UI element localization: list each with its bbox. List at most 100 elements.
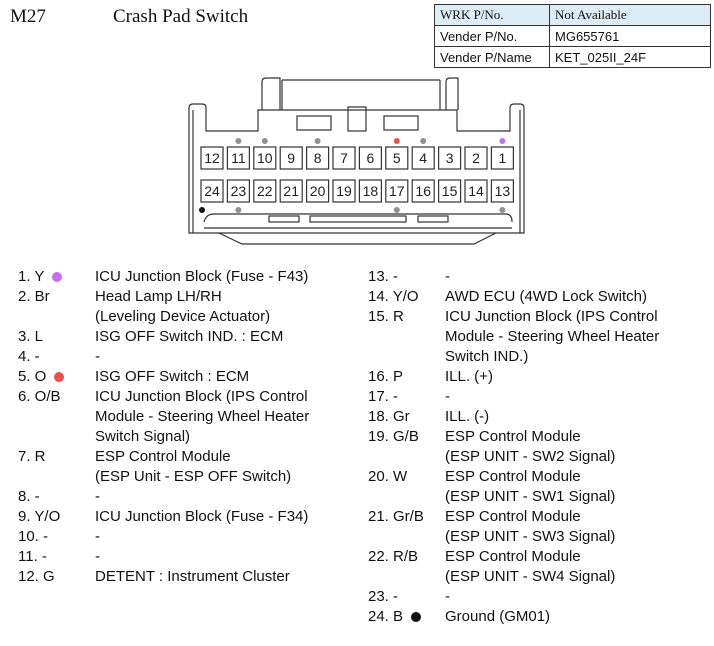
pin-entry: 23. -- [368, 587, 659, 607]
pin-number: 14 [468, 183, 484, 199]
pin-cavity [279, 179, 303, 203]
pin-label: 14. Y/O [368, 287, 445, 307]
pin-cavity [385, 146, 409, 170]
pin-description: ESP Control Module(ESP UNIT - SW2 Signal… [445, 427, 615, 467]
pin-label: 11. - [18, 547, 95, 567]
pin-entry: 1. Y ICU Junction Block (Fuse - F43) [18, 267, 309, 287]
pin-cavity [464, 179, 488, 203]
pin-description-line: - [445, 388, 450, 405]
pin-description: - [95, 347, 100, 367]
pin-marker-dot-icon [499, 138, 506, 144]
pin-number-color: 22. R/B [368, 548, 419, 565]
pin-cavity [464, 146, 488, 170]
pin-description-line: - [95, 528, 100, 545]
pin-label: 4. - [18, 347, 95, 367]
pin-number: 17 [389, 183, 405, 199]
pin-cavity [358, 146, 382, 170]
pin-marker-dot-icon [261, 138, 268, 144]
pin-cavity [306, 146, 330, 170]
pin-entry: 4. -- [18, 347, 309, 367]
pin-label: 12. G [18, 567, 95, 587]
pin-description-line: Module - Steering Wheel Heater [445, 328, 660, 345]
pin-cavity [332, 146, 356, 170]
pin-description-line: - [95, 488, 100, 505]
pin-cavity [490, 146, 514, 170]
pin-description-line: ICU Junction Block (Fuse - F43) [95, 268, 309, 285]
pin-description: ICU Junction Block (Fuse - F34) [95, 507, 308, 527]
pin-label: 9. Y/O [18, 507, 95, 527]
pin-description-line: ISG OFF Switch : ECM [95, 368, 250, 385]
pin-description-line: (Leveling Device Actuator) [95, 308, 271, 325]
pin-description: Ground (GM01) [445, 607, 550, 627]
pin-number-color: 18. Gr [368, 408, 410, 425]
pin-label: 15. R [368, 307, 445, 327]
pin-description: - [95, 547, 100, 567]
pin-description-line: ESP Control Module [445, 508, 581, 525]
pin-marker-dot-icon [199, 207, 205, 213]
pin-description: - [95, 527, 100, 547]
pin-marker-dot-icon [393, 207, 400, 213]
pin-cavity [226, 146, 250, 170]
pin-number: 9 [287, 150, 295, 166]
pin-label: 21. Gr/B [368, 507, 445, 527]
pin-label: 10. - [18, 527, 95, 547]
pin-entry: 18. Gr ILL. (-) [368, 407, 659, 427]
pin-number-color: 17. - [368, 388, 399, 405]
pin-cavity [200, 179, 224, 203]
pin-description: DETENT : Instrument Cluster [95, 567, 290, 587]
pin-number: 11 [231, 150, 246, 166]
pin-number-color: 19. G/B [368, 428, 419, 445]
pin-description-line: - [95, 548, 100, 565]
wire-color-dot-icon [52, 272, 63, 282]
pin-label: 2. Br [18, 287, 95, 307]
pin-entry: 10. -- [18, 527, 309, 547]
pin-number-color: 3. L [18, 328, 44, 345]
pin-label: 3. L [18, 327, 95, 347]
pin-number-color: 1. Y [18, 268, 45, 285]
pin-number: 15 [442, 183, 458, 199]
pin-entry: 19. G/B ESP Control Module(ESP UNIT - SW2… [368, 427, 659, 467]
pin-cavity [438, 146, 462, 170]
pin-entry: 8. -- [18, 487, 309, 507]
pin-number-color: 11. - [18, 548, 47, 565]
pin-description-line: DETENT : Instrument Cluster [95, 568, 290, 585]
pin-cavity [253, 146, 277, 170]
pin-description-line: ICU Junction Block (Fuse - F34) [95, 508, 309, 525]
connector-body [188, 103, 525, 234]
pin-description: ESP Control Module(ESP UNIT - SW1 Signal… [445, 467, 615, 507]
pin-number: 22 [257, 183, 273, 199]
pin-number: 20 [310, 183, 326, 199]
pin-cavity [411, 179, 435, 203]
pin-description-line: ESP Control Module [95, 448, 231, 465]
pin-description: ILL. (-) [445, 407, 489, 427]
pin-cavity [226, 179, 250, 203]
pin-label: 19. G/B [368, 427, 445, 447]
pin-description-line: (ESP UNIT - SW4 Signal) [445, 568, 616, 585]
pin-number-color: 9. Y/O [18, 508, 61, 525]
pin-description: - [445, 587, 450, 607]
pin-number: 7 [340, 150, 348, 166]
pin-label: 23. - [368, 587, 445, 607]
pin-cavity [332, 179, 356, 203]
pin-description: ISG OFF Switch IND. : ECM [95, 327, 283, 347]
pin-marker-dot-icon [499, 207, 506, 213]
pin-cavity [358, 179, 382, 203]
pin-description-line: Ground (GM01) [445, 608, 551, 625]
pin-number: 6 [367, 150, 375, 166]
pin-marker-dot-icon [420, 138, 427, 144]
wire-color-dot-icon [411, 612, 422, 622]
pin-description-line: Switch IND.) [445, 348, 529, 365]
pin-description: Head Lamp LH/RH(Leveling Device Actuator… [95, 287, 270, 327]
